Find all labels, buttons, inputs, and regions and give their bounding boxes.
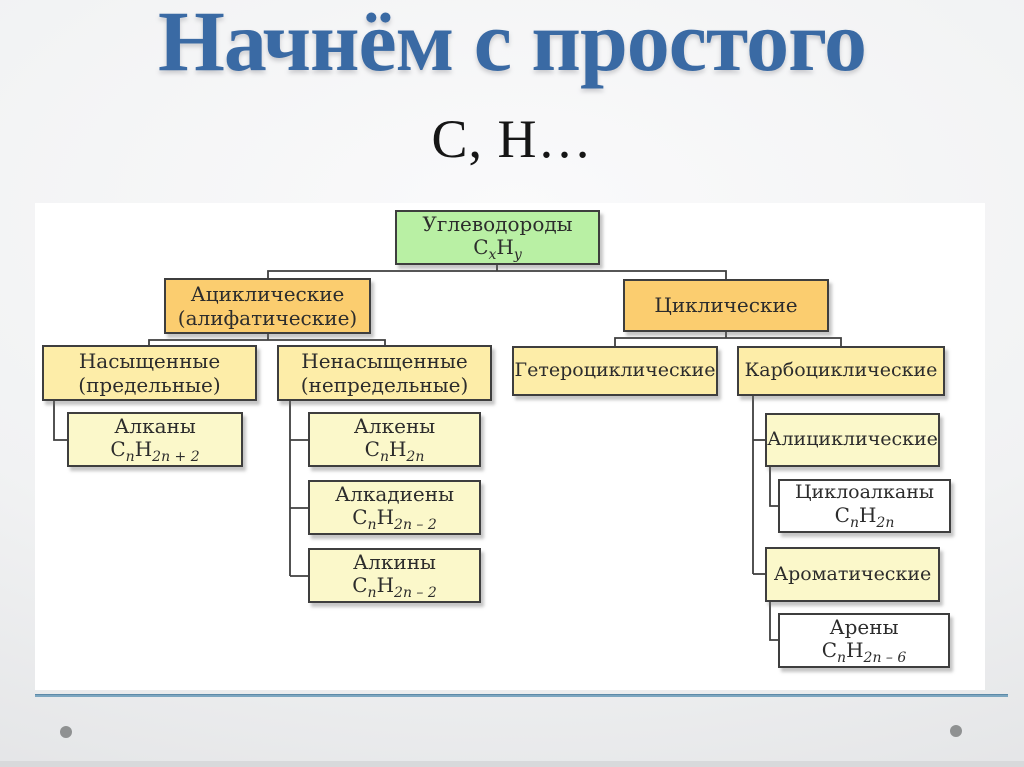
node-label: Насыщенные <box>78 348 221 373</box>
node-label: Алкины <box>353 549 436 574</box>
node-ciklicheskie: Циклические <box>623 279 829 332</box>
node-label: Циклические <box>654 293 798 318</box>
node-sublabel: (алифатические) <box>177 306 358 330</box>
node-alkany: Алканы CnH2n + 2 <box>67 412 243 467</box>
node-formula: CnH2n – 2 <box>352 573 437 601</box>
node-label: Ациклические <box>190 281 345 306</box>
node-alkeny: Алкены CnH2n <box>308 412 481 467</box>
node-formula: CnH2n + 2 <box>110 437 200 465</box>
connector-lines <box>53 265 842 641</box>
node-formula: CnH2n – 2 <box>352 505 437 533</box>
node-formula: CnH2n – 6 <box>821 638 907 666</box>
node-label: Ненасыщенные <box>301 348 468 373</box>
node-label: Карбоциклические <box>744 359 938 382</box>
node-alkiny: Алкины CnH2n – 2 <box>308 548 481 603</box>
slide-bottom-edge <box>0 761 1024 767</box>
footer-divider-line <box>35 694 1008 697</box>
node-sublabel: (предельные) <box>78 373 221 397</box>
node-aciklicheskie: Ациклические (алифатические) <box>164 278 371 334</box>
node-cikloalkany: Циклоалканы CnH2n <box>778 479 951 533</box>
slide-title: Начнём с простого <box>158 0 867 89</box>
node-formula: CxHy <box>473 235 522 263</box>
node-label: Алканы <box>114 413 196 438</box>
node-formula: CnH2n <box>834 502 895 531</box>
node-areny: Арены CnH2n – 6 <box>778 613 950 668</box>
node-alkadieny: Алкадиены CnH2n – 2 <box>308 480 481 535</box>
node-label: Циклоалканы <box>794 480 934 503</box>
node-aromaticheskie: Ароматические <box>765 547 940 602</box>
node-formula: CnH2n <box>364 437 425 465</box>
node-label: Арены <box>829 614 899 639</box>
node-aliciklicheskie: Алициклические <box>765 413 940 467</box>
node-geterociklicheskie: Гетероциклические <box>512 346 718 396</box>
node-label: Гетероциклические <box>514 359 716 382</box>
footer-dot-left <box>60 726 72 738</box>
diagram-panel: Углеводороды CxHy Ациклические (алифатич… <box>35 203 985 690</box>
node-uglevodorody: Углеводороды CxHy <box>395 210 600 265</box>
slide-subtitle: С, Н… <box>431 109 593 169</box>
node-nenasyshchennye: Ненасыщенные (непредельные) <box>277 345 492 401</box>
node-label: Алкадиены <box>334 481 454 506</box>
footer-dot-right <box>950 725 962 737</box>
node-label: Алкены <box>353 413 436 438</box>
node-label: Ароматические <box>773 562 932 585</box>
node-label: Алициклические <box>767 428 938 451</box>
node-nasyshchennye: Насыщенные (предельные) <box>42 345 257 401</box>
node-sublabel: (непредельные) <box>300 373 469 397</box>
node-karbociklicheskie: Карбоциклические <box>737 346 945 396</box>
node-label: Углеводороды <box>422 211 573 236</box>
